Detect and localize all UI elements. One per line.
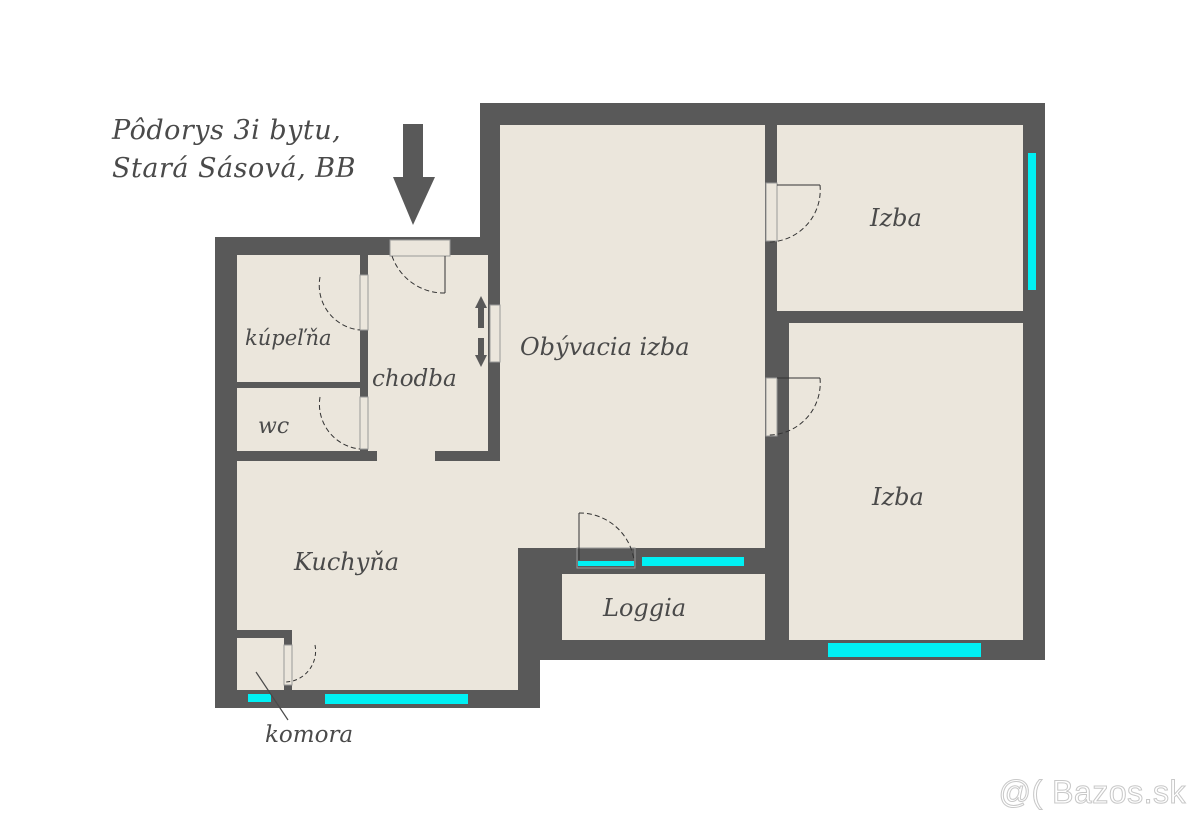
room-label-obyvacia-izba: Obývacia izba: [520, 333, 690, 361]
floors: [237, 125, 1023, 690]
room-label-izba-1: Izba: [870, 204, 922, 232]
windows: [248, 153, 1036, 704]
title-line-2: Stará Sásová, BB: [112, 153, 356, 184]
sliding-door-arrows-icon: [475, 296, 487, 367]
title-line-1: Pôdorys 3i bytu,: [112, 115, 342, 146]
room-label-komora: komora: [265, 722, 354, 748]
entrance-arrow-icon: [393, 124, 435, 225]
bazos-watermark: @( Bazos.sk: [998, 774, 1186, 811]
room-label-wc: wc: [258, 414, 290, 439]
room-label-izba-2: Izba: [872, 483, 924, 511]
room-label-chodba: chodba: [372, 366, 457, 392]
room-label-kupelna: kúpeľňa: [245, 326, 332, 350]
doors: [283, 182, 821, 686]
room-label-kuchyna: Kuchyňa: [294, 548, 400, 576]
plan-title: Pôdorys 3i bytu, Stará Sásová, BB: [112, 112, 356, 188]
room-label-loggia: Loggia: [603, 594, 687, 622]
komora-pointer: [255, 671, 289, 721]
